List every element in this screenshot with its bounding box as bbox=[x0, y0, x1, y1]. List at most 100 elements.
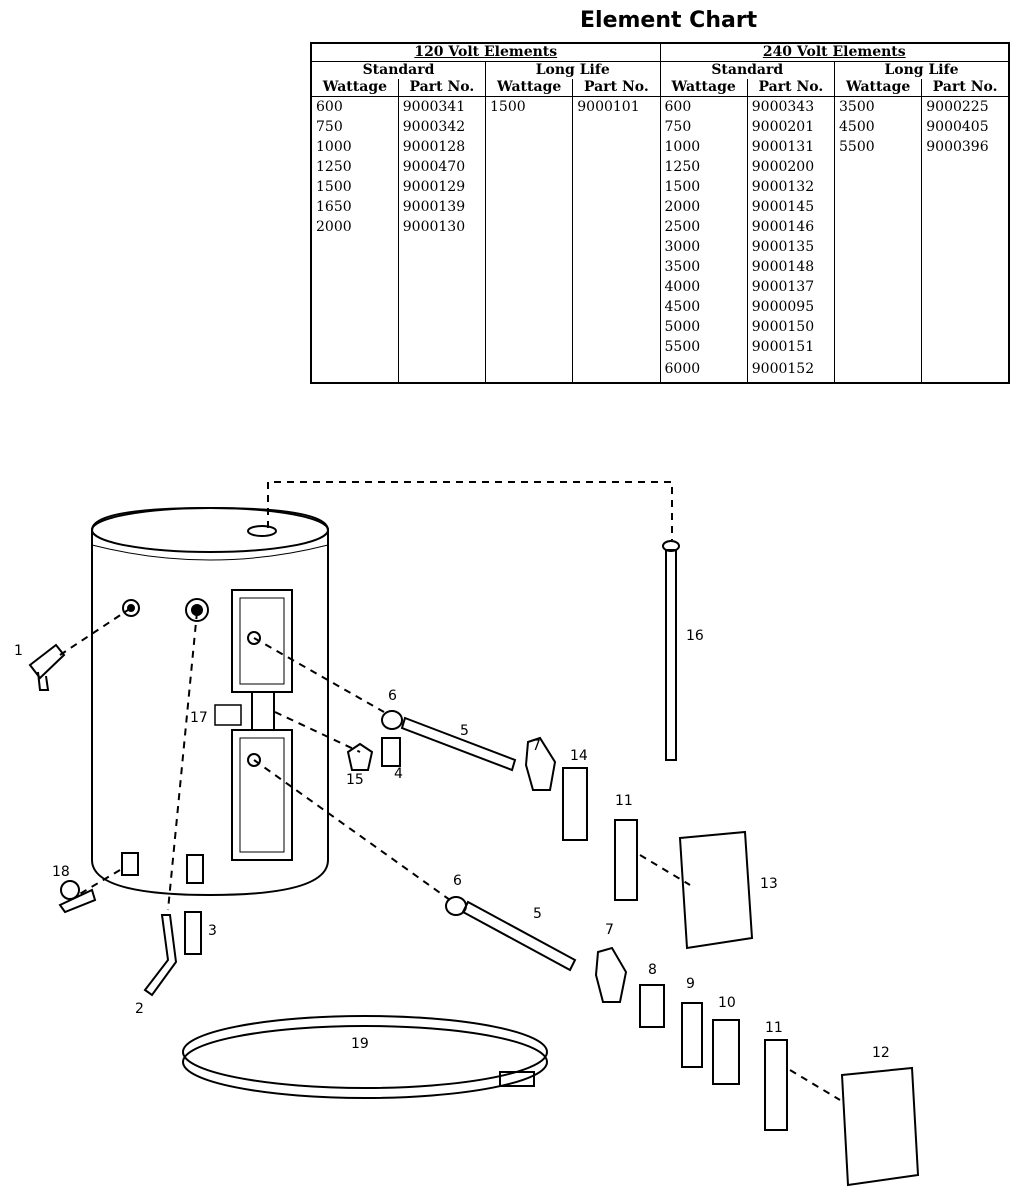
table-cell: 9000341 bbox=[397, 96, 487, 118]
callout-17: 17 bbox=[190, 710, 208, 726]
wire-connector-part bbox=[346, 742, 374, 771]
table-cell bbox=[484, 357, 574, 384]
callout-18: 18 bbox=[52, 864, 70, 880]
table-cell bbox=[833, 357, 923, 384]
limit-switch-part bbox=[639, 984, 665, 1028]
base-ring-part bbox=[182, 1015, 548, 1099]
callout-8: 8 bbox=[648, 962, 657, 978]
table-cell: 1000 bbox=[310, 137, 399, 158]
callout-14: 14 bbox=[570, 748, 588, 764]
column-header-part-no: Part No. bbox=[921, 79, 1010, 97]
subgroup-120-standard: Standard bbox=[310, 61, 486, 79]
column-header-part-no: Part No. bbox=[746, 79, 836, 97]
table-cell: 9000131 bbox=[746, 137, 836, 158]
table-cell: 9000148 bbox=[746, 257, 836, 278]
table-cell: 750 bbox=[310, 117, 399, 138]
nipple-part bbox=[184, 911, 202, 955]
subgroup-240-standard: Standard bbox=[659, 61, 835, 79]
thermostat-bracket-lower-part bbox=[764, 1039, 788, 1131]
table-cell: 9000405 bbox=[921, 117, 1010, 138]
table-cell: 4000 bbox=[659, 277, 748, 298]
table-cell: 750 bbox=[659, 117, 748, 138]
table-cell: 1500 bbox=[659, 177, 748, 198]
column-header-wattage: Wattage bbox=[659, 79, 748, 97]
relief-valve-part bbox=[28, 643, 66, 691]
table-cell bbox=[921, 357, 1010, 384]
table-cell bbox=[921, 237, 1010, 258]
table-cell: 5000 bbox=[659, 317, 748, 338]
column-header-part-no: Part No. bbox=[397, 79, 487, 97]
table-cell: 1250 bbox=[310, 157, 399, 178]
callout-2: 2 bbox=[135, 1001, 144, 1017]
column-header-wattage: Wattage bbox=[310, 79, 399, 97]
table-cell: 1500 bbox=[484, 96, 574, 118]
table-cell bbox=[921, 257, 1010, 278]
table-cell bbox=[921, 197, 1010, 218]
table-cell: 1650 bbox=[310, 197, 399, 218]
column-header-part-no: Part No. bbox=[572, 79, 661, 97]
table-cell: 9000343 bbox=[746, 96, 836, 118]
group-240-volt: 240 Volt Elements bbox=[659, 42, 1010, 62]
callout-6-lower: 6 bbox=[453, 873, 462, 889]
table-cell: 9000137 bbox=[746, 277, 836, 298]
table-cell: 2500 bbox=[659, 217, 748, 238]
upper-thermostat-part bbox=[562, 767, 588, 841]
table-cell: 9000101 bbox=[572, 96, 661, 118]
table-cell: 1500 bbox=[310, 177, 399, 198]
access-cover-upper-part bbox=[678, 830, 754, 950]
element-gasket-upper-part bbox=[524, 736, 557, 791]
subgroup-240-long-life: Long Life bbox=[834, 61, 1010, 79]
water-heater-tank bbox=[91, 506, 329, 897]
table-cell: 1000 bbox=[659, 137, 748, 158]
callout-15: 15 bbox=[346, 772, 364, 788]
callout-7-upper: 7 bbox=[532, 738, 541, 754]
callout-3: 3 bbox=[208, 923, 217, 939]
callout-10: 10 bbox=[718, 995, 736, 1011]
callout-6-upper: 6 bbox=[388, 688, 397, 704]
table-cell bbox=[921, 317, 1010, 338]
heating-element-lower-part bbox=[461, 900, 577, 972]
callout-5-lower: 5 bbox=[533, 906, 542, 922]
table-cell: 9000139 bbox=[397, 197, 487, 218]
table-cell: 600 bbox=[310, 96, 399, 118]
table-cell: 9000095 bbox=[746, 297, 836, 318]
group-header-row: 120 Volt Elements 240 Volt Elements bbox=[310, 42, 1010, 62]
table-cell: 9000145 bbox=[746, 197, 836, 218]
heating-element-upper-part bbox=[400, 716, 517, 772]
table-cell: 9000152 bbox=[746, 357, 836, 384]
column-header-wattage: Wattage bbox=[484, 79, 574, 97]
callout-5-upper: 5 bbox=[460, 723, 469, 739]
subgroup-120-long-life: Long Life bbox=[485, 61, 661, 79]
table-cell: 9000130 bbox=[397, 217, 487, 238]
table-cell: 9000396 bbox=[921, 137, 1010, 158]
access-cover-lower-part bbox=[840, 1066, 920, 1187]
subgroup-header-row: Standard Long Life Standard Long Life bbox=[310, 61, 1010, 79]
table-cell: 3500 bbox=[833, 96, 923, 118]
bracket-part bbox=[381, 737, 401, 767]
table-cell bbox=[921, 337, 1010, 358]
table-cell: 9000225 bbox=[921, 96, 1010, 118]
table-cell: 1250 bbox=[659, 157, 748, 178]
callout-11-upper: 11 bbox=[615, 793, 633, 809]
callout-12: 12 bbox=[872, 1045, 890, 1061]
callout-1: 1 bbox=[14, 643, 23, 659]
table-cell: 9000470 bbox=[397, 157, 487, 178]
table-cell bbox=[921, 297, 1010, 318]
table-cell bbox=[572, 357, 661, 384]
table-cell bbox=[310, 357, 399, 384]
